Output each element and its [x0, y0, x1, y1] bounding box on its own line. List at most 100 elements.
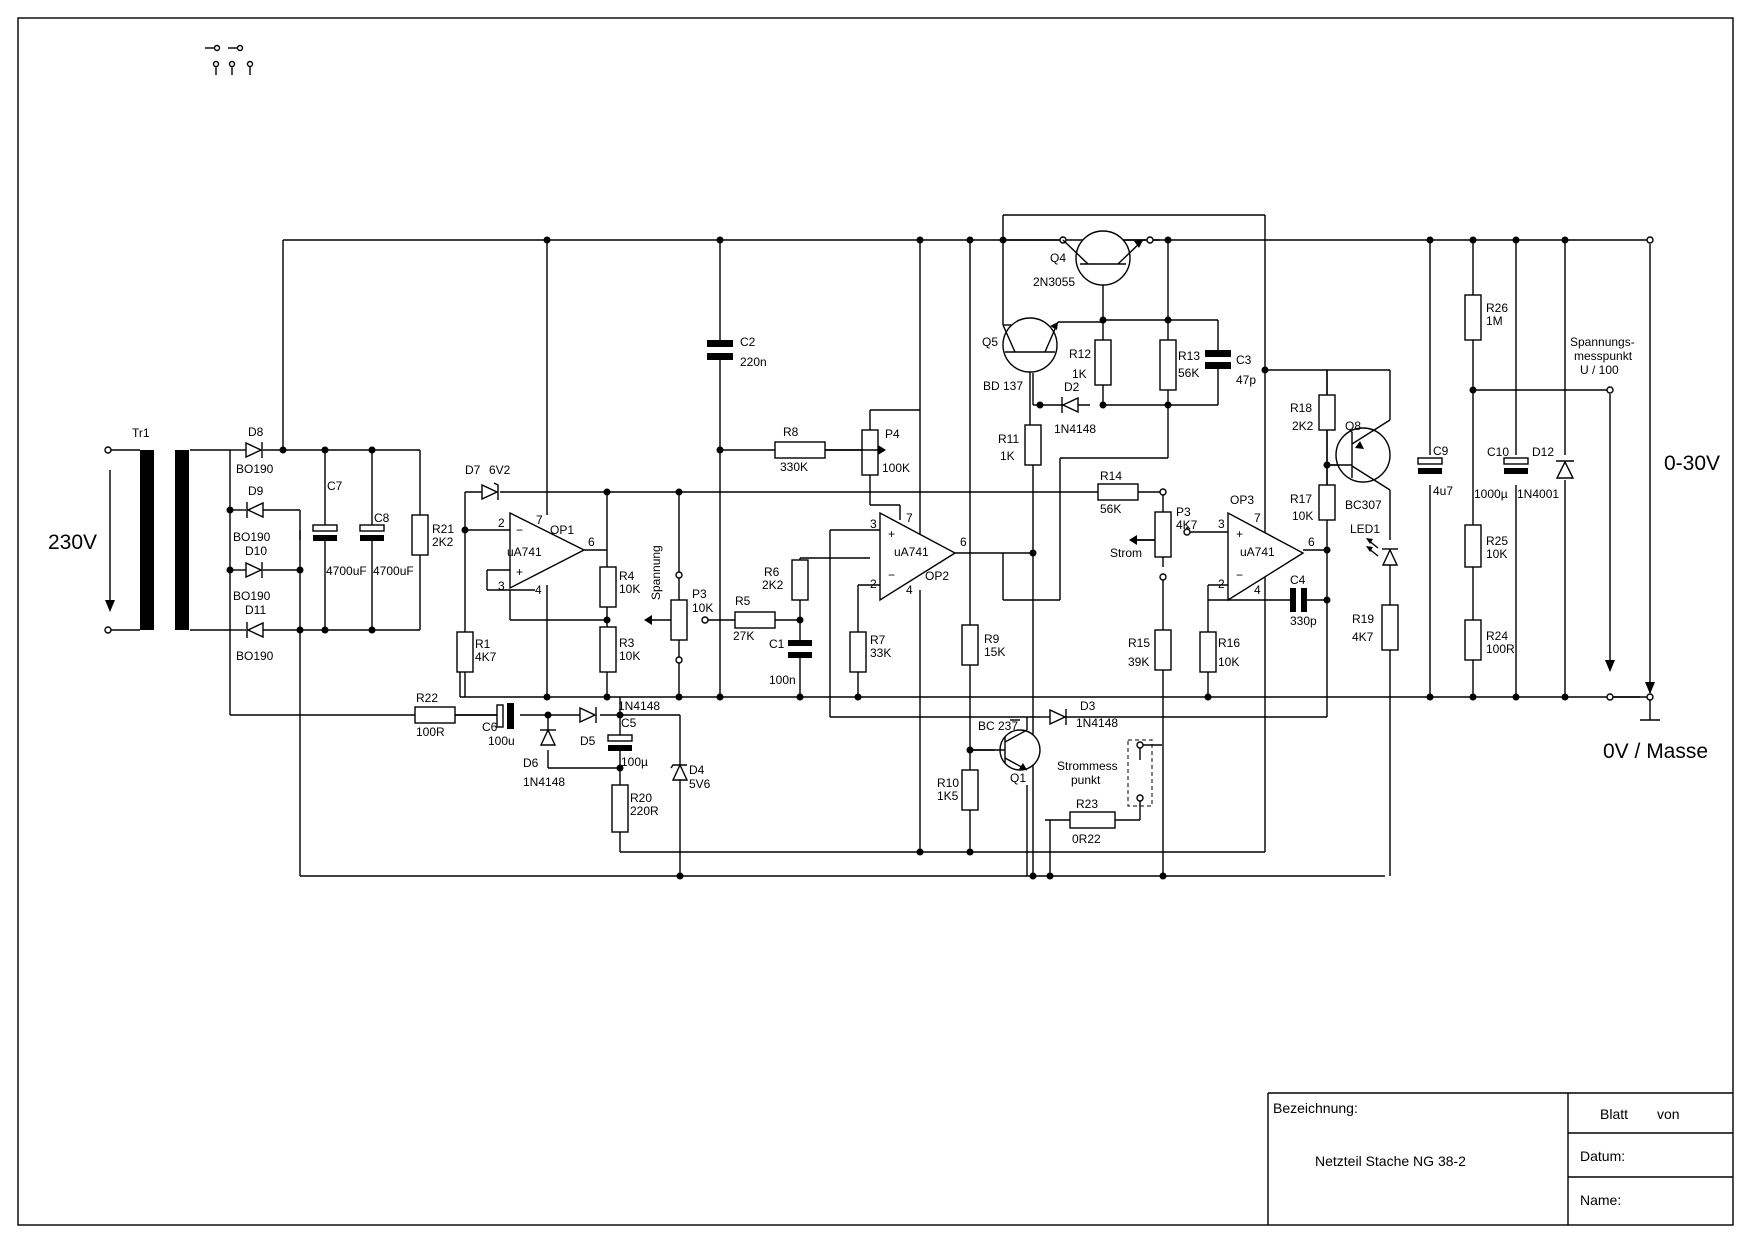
pin-op2-6: 6: [960, 535, 967, 549]
label-r25-value: 10K: [1486, 547, 1507, 561]
label-d3: D3: [1080, 699, 1096, 713]
label-c6-value: 100u: [488, 734, 515, 748]
label-c2-value: 220n: [740, 355, 767, 369]
label-d5-value: 1N4148: [618, 699, 660, 713]
pin-op2-3: 3: [870, 517, 877, 531]
label-r6: R6: [764, 565, 780, 579]
label-c7: C7: [327, 479, 343, 493]
label-op3: OP3: [1230, 493, 1254, 507]
name-label: Name:: [1580, 1192, 1621, 1208]
drawing-title: Netzteil Stache NG 38-2: [1315, 1153, 1466, 1169]
label-r26: R26: [1486, 301, 1508, 315]
diode-d12: [1555, 460, 1575, 479]
label-r5-value: 27K: [733, 629, 754, 643]
pin-op3-3: 3: [1218, 517, 1225, 531]
label-d2-value: 1N4148: [1054, 422, 1096, 436]
label-r19: R19: [1352, 612, 1374, 626]
diode-d8: [245, 441, 263, 459]
capacitor-c10: [1503, 457, 1529, 474]
label-r11: R11: [998, 432, 1019, 446]
label-r20: R20: [630, 791, 652, 805]
label-d3-value: 1N4148: [1076, 716, 1118, 730]
label-r14: R14: [1100, 469, 1122, 483]
label-r20-value: 220R: [630, 804, 659, 818]
label-r8: R8: [783, 425, 799, 439]
transistor-q8: [1327, 419, 1391, 491]
potentiometer-p4: [825, 429, 886, 476]
label-p3-current: P3: [1176, 505, 1191, 519]
label-spannung: Spannung: [649, 545, 663, 600]
label-r4-value: 10K: [619, 582, 640, 596]
label-d8-value: BO190: [236, 462, 274, 476]
label-d4: D4: [689, 763, 705, 777]
svg-text:−: −: [1236, 568, 1243, 582]
transistor-q1: [970, 717, 1041, 771]
diode-d2: [1061, 396, 1079, 414]
svg-text:−: −: [516, 523, 523, 537]
label-q8-value: BC307: [1345, 498, 1382, 512]
label-c4: C4: [1290, 573, 1306, 587]
label-q5-value: BD 137: [983, 379, 1023, 393]
label-r15-value: 39K: [1128, 655, 1149, 669]
svg-text:+: +: [1236, 527, 1243, 541]
wires: [110, 214, 1660, 877]
pin-op2-2: 2: [870, 577, 877, 591]
capacitor-c8: [359, 524, 385, 541]
resistor-r17: [1318, 484, 1336, 521]
label-q8: Q8: [1345, 419, 1361, 433]
resistor-r20: [611, 784, 629, 833]
opamp-op2: +−: [879, 511, 957, 602]
label-c1: C1: [769, 637, 785, 651]
label-c3: C3: [1236, 353, 1252, 367]
label-ground: 0V / Masse: [1603, 740, 1708, 763]
label-q4: Q4: [1050, 251, 1066, 265]
current-measure-point-box: [1127, 739, 1153, 807]
capacitor-c3: [1205, 350, 1231, 369]
label-d10-value: BO190: [233, 589, 271, 603]
label-p3-current-value: 4K7: [1176, 518, 1198, 532]
label-q1-value: BC 237: [978, 719, 1018, 733]
bezeichnung-label: Bezeichnung:: [1273, 1100, 1358, 1116]
transistor-q4: [1062, 230, 1144, 286]
resistor-r19: [1381, 604, 1399, 651]
resistor-r9: [961, 624, 979, 666]
label-r1-value: 4K7: [475, 650, 497, 664]
resistor-r10: [961, 769, 979, 811]
pin-op3-6: 6: [1308, 535, 1315, 549]
capacitor-c9: [1417, 457, 1443, 474]
pin-op3-2: 2: [1218, 577, 1225, 591]
pin-op1-6: 6: [588, 535, 595, 549]
label-r10-value: 1K5: [937, 789, 959, 803]
label-d12: D12: [1532, 445, 1554, 459]
led-led1: [1366, 538, 1399, 566]
label-d11: D11: [245, 603, 266, 617]
capacitor-c7: [312, 524, 338, 541]
label-r15: R15: [1128, 636, 1150, 650]
label-d7: D7: [465, 463, 481, 477]
label-r26-value: 1M: [1486, 314, 1503, 328]
zener-d7: [481, 482, 499, 501]
diode-d10: [245, 561, 263, 579]
label-d12-value: 1N4001: [1517, 487, 1559, 501]
label-c2: C2: [740, 335, 756, 349]
label-r12: R12: [1069, 347, 1091, 361]
label-d6-value: 1N4148: [523, 775, 565, 789]
label-r16-value: 10K: [1218, 655, 1239, 669]
pin-op1-4: 4: [535, 583, 542, 597]
label-op2: OP2: [925, 569, 949, 583]
label-spannungsmesspunkt-3: U / 100: [1580, 363, 1619, 377]
label-op2-type: uA741: [894, 545, 929, 559]
potentiometer-p3-voltage: [644, 599, 688, 641]
label-spannungsmesspunkt-1: Spannungs-: [1570, 335, 1635, 349]
label-c8-value: 4700uF: [373, 564, 414, 578]
resistor-r1: [456, 631, 474, 673]
junction-dots: [226, 236, 1569, 880]
label-c10: C10: [1487, 445, 1509, 459]
label-p4-value: 100K: [882, 461, 910, 475]
capacitor-c6: [496, 703, 514, 729]
label-r8-value: 330K: [780, 460, 808, 474]
label-op1: OP1: [550, 523, 574, 537]
pin-op2-7: 7: [906, 511, 913, 525]
